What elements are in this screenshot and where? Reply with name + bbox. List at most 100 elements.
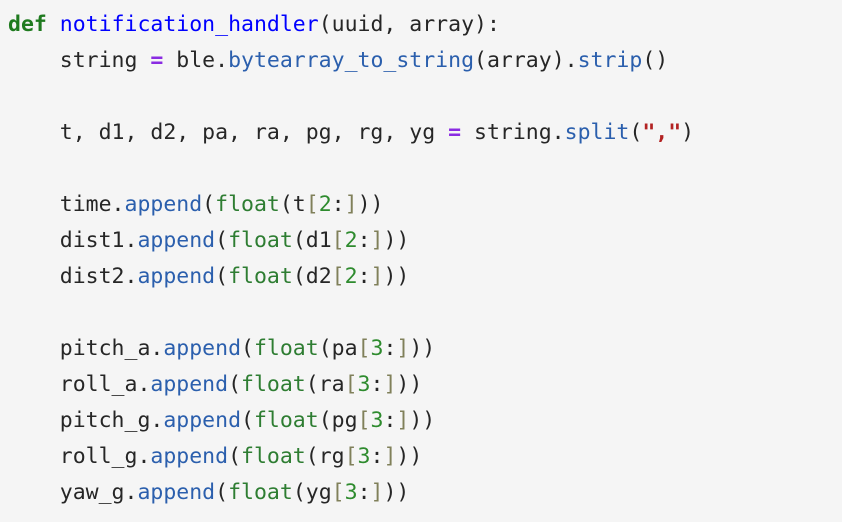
code-token-method: split — [564, 120, 630, 145]
code-line[interactable]: dist1.append(float(d1[2:])) — [0, 223, 842, 259]
code-line[interactable]: time.append(float(t[2:])) — [0, 187, 842, 223]
code-token-num: 3 — [344, 480, 358, 505]
code-token-plain: ( — [228, 372, 242, 397]
code-token-bracket: ] — [396, 336, 410, 361]
code-token-plain: )) — [383, 228, 410, 253]
code-token-method: append — [137, 264, 216, 289]
code-token-bracket: [ — [331, 480, 345, 505]
code-token-defname: notification_handler — [59, 12, 319, 37]
code-token-bracket: [ — [344, 372, 358, 397]
code-line[interactable] — [0, 151, 842, 187]
code-token-plain: (pa — [318, 336, 358, 361]
code-token-num: 3 — [370, 336, 384, 361]
code-token-plain: ( — [202, 192, 216, 217]
code-token-num: 2 — [344, 264, 358, 289]
code-token-plain: : — [357, 480, 371, 505]
code-token-plain: ( — [215, 264, 229, 289]
code-token-plain: )) — [409, 408, 436, 433]
code-token-plain: (ra — [305, 372, 345, 397]
code-token-plain: ( — [241, 336, 254, 361]
code-token-num: 2 — [344, 228, 358, 253]
code-token-builtin: float — [215, 192, 280, 217]
code-token-bracket: ] — [383, 444, 397, 469]
code-token-builtin: float — [228, 480, 293, 505]
code-token-plain: )) — [357, 192, 384, 217]
code-token-num: 2 — [318, 192, 332, 217]
code-token-builtin: float — [241, 444, 306, 469]
code-token-plain: roll_a. — [8, 372, 151, 397]
code-token-plain: : — [370, 372, 384, 397]
code-token-bracket: ] — [383, 372, 397, 397]
code-token-method: append — [163, 408, 242, 433]
code-token-plain: )) — [396, 372, 423, 397]
code-token-plain: (d1 — [292, 228, 332, 253]
code-line[interactable] — [0, 295, 842, 331]
code-line[interactable]: yaw_g.append(float(yg[3:])) — [0, 475, 842, 511]
code-token-builtin: float — [241, 372, 306, 397]
code-token-plain: string — [8, 48, 151, 73]
code-token-plain: ble. — [163, 48, 229, 73]
code-token-num: 3 — [357, 372, 371, 397]
code-token-bracket: ] — [344, 192, 358, 217]
code-token-plain: )) — [383, 480, 410, 505]
code-token-plain: : — [357, 264, 371, 289]
code-token-bracket: [ — [357, 336, 371, 361]
code-token-method: append — [137, 480, 216, 505]
code-token-plain: (yg — [292, 480, 332, 505]
code-token-plain: : — [331, 192, 345, 217]
code-token-plain: )) — [396, 444, 423, 469]
code-token-plain: yaw_g. — [8, 480, 138, 505]
code-token-method: append — [137, 228, 216, 253]
code-token-method: bytearray_to_string — [228, 48, 475, 73]
code-token-plain: pitch_a. — [8, 336, 164, 361]
code-line[interactable]: t, d1, d2, pa, ra, pg, rg, yg = string.s… — [0, 115, 842, 151]
code-token-builtin: float — [253, 336, 319, 361]
code-token-method: strip — [577, 48, 643, 73]
code-line[interactable]: roll_g.append(float(rg[3:])) — [0, 439, 842, 475]
code-token-bracket: [ — [357, 408, 371, 433]
code-token-plain — [47, 12, 60, 37]
code-token-builtin: float — [253, 408, 319, 433]
code-token-plain: roll_g. — [8, 444, 151, 469]
code-token-plain: string. — [461, 120, 565, 145]
code-line[interactable]: def notification_handler(uuid, array): — [0, 7, 842, 43]
code-token-bracket: ] — [370, 480, 384, 505]
code-token-plain: ( — [215, 228, 229, 253]
code-token-str: "," — [642, 120, 682, 145]
code-line[interactable] — [0, 79, 842, 115]
code-token-plain: ( — [228, 444, 242, 469]
code-token-bracket: ] — [370, 228, 384, 253]
code-token-plain: (array). — [474, 48, 578, 73]
code-token-bracket: [ — [344, 444, 358, 469]
code-line[interactable]: dist2.append(float(d2[2:])) — [0, 259, 842, 295]
code-token-num: 3 — [357, 444, 371, 469]
code-token-bracket: [ — [305, 192, 319, 217]
code-token-plain: : — [383, 408, 397, 433]
code-token-kw: def — [8, 12, 47, 37]
code-line[interactable]: string = ble.bytearray_to_string(array).… — [0, 43, 842, 79]
code-token-method: append — [163, 336, 242, 361]
code-token-plain: (rg — [305, 444, 345, 469]
code-token-method: append — [150, 444, 229, 469]
code-token-plain: time. — [8, 192, 125, 217]
code-line[interactable]: roll_a.append(float(ra[3:])) — [0, 367, 842, 403]
code-token-op: = — [150, 48, 164, 73]
code-token-plain: : — [357, 228, 371, 253]
code-token-num: 3 — [370, 408, 384, 433]
code-line[interactable]: pitch_a.append(float(pa[3:])) — [0, 331, 842, 367]
code-token-bracket: [ — [331, 264, 345, 289]
code-token-plain: () — [642, 48, 669, 73]
code-token-builtin: float — [228, 264, 293, 289]
code-token-plain: dist2. — [8, 264, 138, 289]
code-token-op: = — [448, 120, 462, 145]
code-token-plain: ) — [681, 120, 695, 145]
code-token-plain: pitch_g. — [8, 408, 164, 433]
code-token-bracket: ] — [370, 264, 384, 289]
code-token-plain: (uuid, array): — [318, 12, 500, 37]
code-token-plain: )) — [409, 336, 436, 361]
code-token-plain: : — [383, 336, 397, 361]
code-token-plain: dist1. — [8, 228, 138, 253]
code-token-bracket: [ — [331, 228, 345, 253]
code-line[interactable]: pitch_g.append(float(pg[3:])) — [0, 403, 842, 439]
